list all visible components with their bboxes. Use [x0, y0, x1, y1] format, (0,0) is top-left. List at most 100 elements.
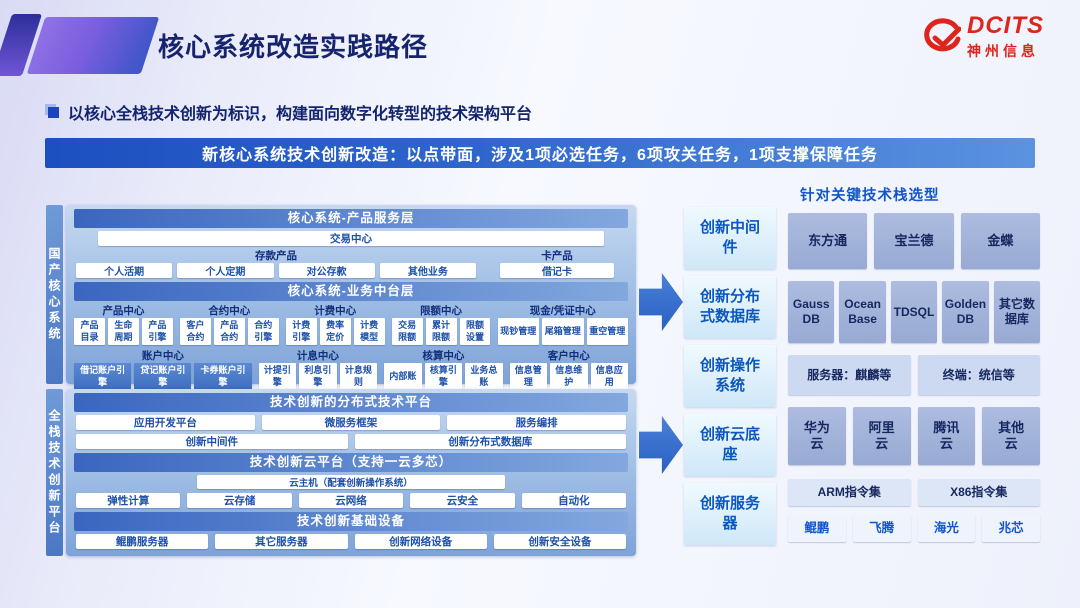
accounting-center-group: 核算中心 内部账 核算引擎 业务总账: [384, 349, 503, 390]
cloud-service-item: 云安全: [410, 493, 515, 508]
card-product-group: 卡产品 借记卡: [488, 249, 626, 278]
dist-platform-row-2: 创新中间件 创新分布式数据库: [76, 434, 626, 449]
deposit-item: 个人活期: [76, 263, 173, 278]
center-item: 费率定价: [319, 318, 351, 345]
infra-row: 鲲鹏服务器 其它服务器 创新网络设备 创新安全设备: [76, 534, 626, 549]
bullet-square-icon: [48, 106, 59, 118]
stack-box-server: 创新服务器: [684, 483, 776, 545]
cash-voucher-center-group: 现金/凭证中心 现钞管理 尾箱管理 重空管理: [497, 304, 629, 345]
center-item: 限额设置: [459, 318, 491, 345]
dist-platform-item: 微服务框架: [261, 415, 441, 430]
instruction-set: ARM指令集: [788, 479, 911, 506]
center-item: 合约引擎: [247, 318, 279, 345]
middleware-vendor-row: 东方通 宝兰德 金蝶: [788, 213, 1040, 269]
instruction-set: X86指令集: [917, 479, 1040, 506]
infra-header: 技术创新基础设备: [74, 512, 628, 531]
database-vendor: GaussDB: [788, 281, 835, 343]
dist-platform-item: 创新中间件: [76, 434, 348, 449]
infra-item: 创新安全设备: [493, 534, 626, 549]
center-item: 业务总账: [465, 363, 503, 390]
product-service-layer-header: 核心系统-产品服务层: [74, 209, 628, 228]
trade-center-box: 交易中心: [98, 231, 604, 246]
center-item: 生命周期: [107, 318, 139, 345]
cloud-platform-header: 技术创新云平台（支持一云多芯）: [74, 453, 628, 472]
center-item: 信息维护: [550, 363, 588, 390]
deposit-item: 其他业务: [379, 263, 477, 278]
tech-platform-panel: 技术创新的分布式技术平台 应用开发平台 微服务框架 服务编排 创新中间件 创新分…: [66, 389, 636, 556]
subtitle-row: 以核心全栈技术创新为标识，构建面向数字化转型的技术架构平台: [48, 100, 532, 124]
cloud-vendor: 阿里云: [852, 407, 911, 465]
stack-box-database: 创新分布式数据库: [684, 276, 776, 338]
card-item: 借记卡: [500, 263, 614, 278]
os-vendor-row: 服务器：麒麟等 终端：统信等: [788, 355, 1040, 395]
innovation-stack: 创新中间件 创新分布式数据库 创新操作系统 创新云底座 创新服务器: [684, 207, 776, 545]
center-item: 客户合约: [179, 318, 211, 345]
center-item: 信息应用: [590, 363, 628, 390]
contract-center-group: 合约中心 客户合约 产品合约 合约引擎: [179, 304, 279, 345]
infra-item: 鲲鹏服务器: [76, 534, 209, 549]
center-item: 利息引擎: [299, 363, 337, 390]
center-group-label: 计费中心: [314, 305, 357, 317]
stack-box-middleware: 创新中间件: [684, 207, 776, 269]
stack-box-os: 创新操作系统: [684, 345, 776, 407]
deposit-item: 个人定期: [177, 263, 274, 278]
center-item: 贷记账户引擎: [134, 363, 192, 390]
chip-vendor: 海光: [917, 515, 976, 542]
middle-layer-row-2: 账户中心 借记账户引擎 贷记账户引擎 卡券账户引擎 计息中心 计提引擎 利息引擎…: [74, 349, 628, 390]
center-group-label: 现金/凭证中心: [529, 305, 596, 317]
os-vendor: 终端：统信等: [917, 355, 1040, 395]
center-item: 核算引擎: [424, 363, 463, 390]
side-label-domestic-core-system: 国产核心系统: [46, 205, 63, 384]
cloud-vendor: 华为云: [788, 407, 846, 465]
center-item: 内部账: [384, 363, 422, 390]
cloud-host-row: 云主机（配套创新操作系统）: [76, 475, 626, 489]
cloud-service-item: 弹性计算: [76, 493, 181, 508]
banner: 新核心系统技术创新改造：以点带面，涉及1项必选任务，6项攻关任务，1项支撑保障任…: [45, 138, 1035, 168]
middle-layer-row-1: 产品中心 产品目录 生命周期 产品引擎 合约中心 客户合约 产品合约 合约引擎 …: [74, 304, 628, 345]
center-item: 计提引擎: [258, 363, 297, 390]
cloud-vendor: 其他云: [982, 407, 1040, 465]
center-group-label: 产品中心: [102, 305, 145, 317]
center-group-label: 合约中心: [208, 305, 251, 317]
middleware-vendor: 东方通: [788, 213, 868, 269]
interest-center-group: 计息中心 计提引擎 利息引擎 计息规则: [258, 349, 378, 390]
account-center-group: 账户中心 借记账户引擎 贷记账户引擎 卡券账户引擎: [74, 349, 252, 390]
core-system-panel: 核心系统-产品服务层 交易中心 存款产品 个人活期 个人定期 对公存款 其他业务…: [66, 205, 636, 390]
product-groups: 存款产品 个人活期 个人定期 对公存款 其他业务 卡产品 借记卡: [76, 249, 626, 278]
business-middle-layer-header: 核心系统-业务中台层: [74, 282, 628, 301]
database-vendor: OceanBase: [839, 281, 886, 343]
dist-platform-row-1: 应用开发平台 微服务框架 服务编排: [76, 415, 627, 430]
center-group-label: 计息中心: [296, 350, 339, 362]
deposit-product-group: 存款产品 个人活期 个人定期 对公存款 其他业务: [76, 249, 477, 278]
center-group-label: 客户中心: [547, 350, 590, 362]
cloud-services-row: 弹性计算 云存储 云网络 云安全 自动化: [76, 493, 627, 508]
center-group-label: 核算中心: [422, 350, 465, 362]
stack-box-cloud-base: 创新云底座: [684, 414, 776, 476]
dist-platform-item: 创新分布式数据库: [354, 434, 626, 449]
cloud-vendor-row: 华为云 阿里云 腾讯云 其他云: [788, 407, 1040, 465]
dist-platform-header: 技术创新的分布式技术平台: [74, 393, 628, 412]
database-vendor: TDSQL: [890, 281, 938, 343]
side-label-fullstack-platform: 全栈技术创新平台: [46, 389, 63, 556]
chip-vendor-row: 鲲鹏 飞腾 海光 兆芯: [788, 515, 1040, 542]
center-item: 交易限额: [391, 318, 423, 345]
company-logo: DCITS 神州信息: [921, 14, 1044, 61]
flow-arrow-top-icon: [639, 273, 683, 331]
cloud-host-box: 云主机（配套创新操作系统）: [197, 475, 505, 489]
logo-swoosh-icon: [921, 17, 961, 58]
cloud-vendor: 腾讯云: [917, 407, 976, 465]
tech-selection-title: 针对关键技术栈选型: [800, 188, 940, 204]
center-item: 借记账户引擎: [74, 363, 132, 390]
center-item: 产品引擎: [141, 318, 173, 345]
customer-center-group: 客户中心 信息管理 信息维护 信息应用: [509, 349, 628, 390]
center-item: 重空管理: [586, 318, 628, 345]
center-item: 信息管理: [509, 363, 548, 390]
billing-center-group: 计费中心 计费引擎 费率定价 计费模型: [285, 304, 385, 345]
product-center-group: 产品中心 产品目录 生命周期 产品引擎: [74, 304, 173, 345]
deposit-group-label: 存款产品: [255, 250, 298, 262]
flow-arrow-bottom-icon: [639, 416, 683, 474]
cloud-service-item: 自动化: [521, 493, 627, 508]
logo-brand: DCITS: [967, 12, 1044, 39]
center-item: 计费引擎: [285, 318, 317, 345]
